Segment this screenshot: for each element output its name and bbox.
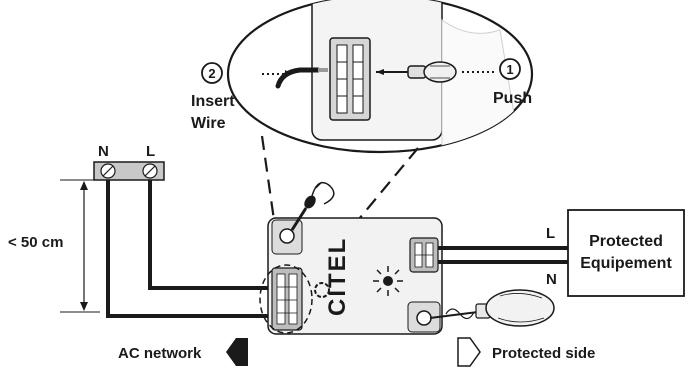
screwdriver-bottom-icon xyxy=(429,289,555,327)
protected-equipment-box: Protected Equipement xyxy=(567,209,685,297)
network-terminal-block: N L xyxy=(93,143,165,181)
protected-side-indicator: Protected side xyxy=(457,337,595,367)
step-1-number: 1 xyxy=(506,62,513,77)
mounting-hole-icon xyxy=(279,228,295,244)
citel-logo-icon xyxy=(314,282,330,298)
step-1-badge xyxy=(499,58,521,80)
step-2-label-line2: Wire xyxy=(191,115,226,132)
zoom-highlight xyxy=(259,264,313,334)
protected-side-label: Protected side xyxy=(492,345,595,362)
status-led-icon xyxy=(373,266,403,296)
step-2-number: 2 xyxy=(208,66,215,81)
distance-dimension: < 50 cm xyxy=(8,179,100,313)
mounting-hole-icon xyxy=(416,310,432,326)
zoom-bubble xyxy=(226,0,534,154)
step-2-callout: 2 Insert Wire xyxy=(191,62,235,132)
arrow-right-icon xyxy=(457,337,481,367)
step-1-callout: 1 Push xyxy=(493,58,532,107)
load-l-label: L xyxy=(546,225,555,242)
step-1-label: Push xyxy=(493,90,532,107)
arrow-left-icon xyxy=(226,338,248,366)
brand-name: CITEL xyxy=(324,237,351,316)
terminal-l-label: L xyxy=(146,143,155,160)
distance-label: < 50 cm xyxy=(8,234,63,251)
step-2-label-line1: Insert xyxy=(191,93,235,110)
load-n-label: N xyxy=(546,271,557,288)
equipment-title-line2: Equipement xyxy=(580,255,672,272)
equipment-title-line1: Protected xyxy=(589,233,663,250)
citel-surge-protector: CITEL xyxy=(259,217,443,335)
mounting-screw-top-icon xyxy=(290,181,335,231)
protected-wires: L N xyxy=(438,225,568,288)
terminal-n-label: N xyxy=(98,143,109,160)
ac-network-label: AC network xyxy=(118,345,202,362)
ac-network-indicator: AC network xyxy=(118,338,248,366)
screwdriver-icon xyxy=(376,61,457,83)
step-2-badge xyxy=(201,62,223,84)
network-wires xyxy=(106,180,276,318)
